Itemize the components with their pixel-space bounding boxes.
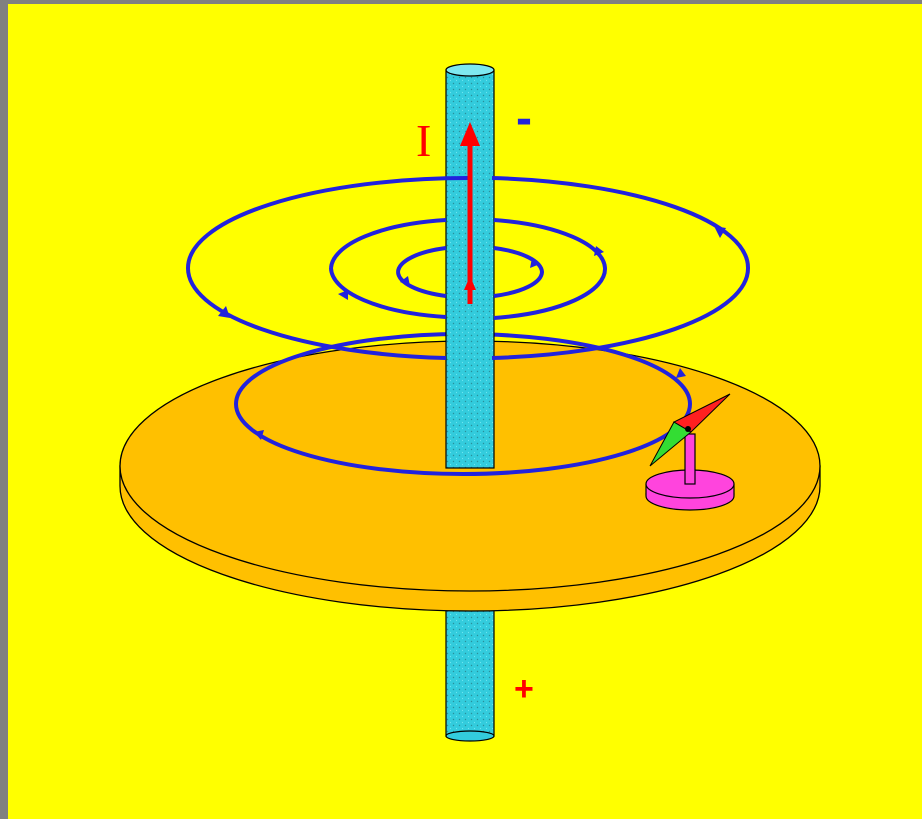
current-label: I [416, 115, 431, 166]
window-frame-left [0, 0, 8, 819]
magnetic-field-diagram: I - + [8, 4, 922, 819]
negative-terminal-label: - [516, 92, 532, 145]
compass-pivot [685, 426, 691, 432]
wire-lower-section [446, 594, 494, 741]
positive-terminal-label: + [514, 670, 534, 708]
diagram-canvas: I - + [8, 4, 922, 819]
compass-post [685, 434, 695, 484]
